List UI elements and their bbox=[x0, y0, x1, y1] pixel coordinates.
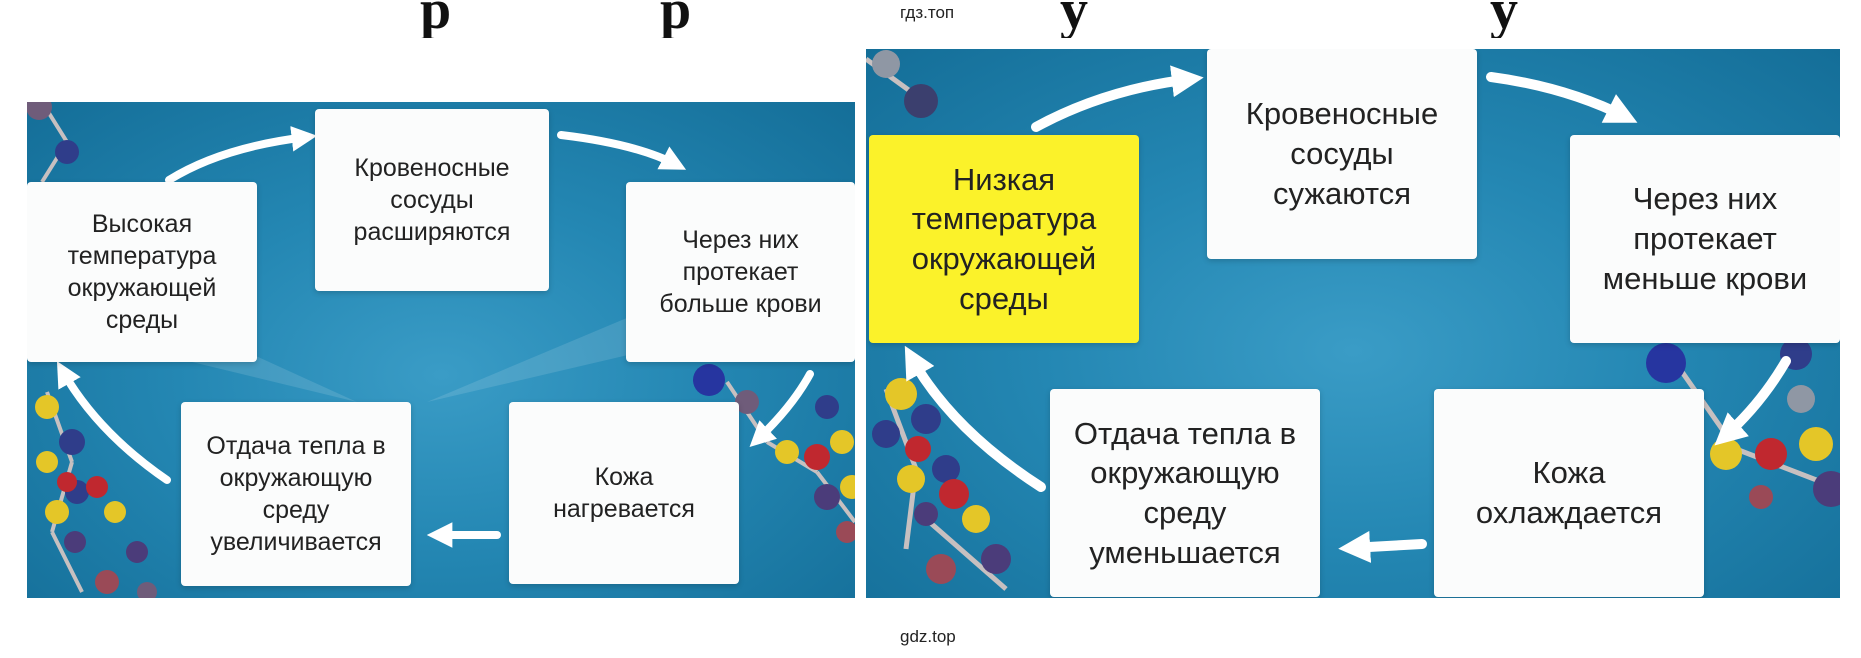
card-vessels-constrict: Кровеносные сосуды сужаются bbox=[1207, 49, 1477, 259]
card-heat-release-decreases-text: Отдача тепла в окружающую среду уменьшае… bbox=[1073, 415, 1297, 570]
card-low-temperature: Низкая температура окружающей среды bbox=[869, 135, 1139, 343]
molecule-left-icon bbox=[27, 102, 157, 598]
card-less-blood: Через них протекает меньше крови bbox=[1570, 135, 1840, 343]
arrow-flow-to-skin bbox=[749, 370, 814, 448]
arrow-vessels-to-flow bbox=[1486, 72, 1638, 123]
arrow-vessels-to-flow bbox=[557, 131, 687, 170]
card-heat-release-increases-text: Отдача тепла в окружающую среду увеличив… bbox=[206, 432, 386, 556]
watermark-bottom: gdz.top bbox=[900, 627, 956, 646]
card-low-temperature-text: Низкая температура окружающей среды bbox=[911, 161, 1097, 316]
card-skin-cools: Кожа охлаждается bbox=[1434, 389, 1704, 597]
card-less-blood-text: Через них протекает меньше крови bbox=[1602, 181, 1808, 296]
molecule-left-icon bbox=[866, 50, 1011, 591]
arrow-temp-to-vessels bbox=[165, 126, 318, 184]
molecule-right-icon bbox=[693, 364, 855, 543]
card-vessels-dilate-text: Кровеносные сосуды расширяются bbox=[353, 154, 511, 246]
card-vessels-constrict-text: Кровеносные сосуды сужаются bbox=[1245, 96, 1439, 211]
card-skin-cools-text: Кожа охлаждается bbox=[1475, 455, 1663, 530]
watermark-top: гдз.топ bbox=[900, 3, 955, 22]
arrow-skin-to-release bbox=[1338, 530, 1427, 563]
arrow-release-to-temp bbox=[904, 345, 1046, 492]
diagram-high-temperature: Высокая температура окружающей среды Кро… bbox=[27, 102, 855, 598]
decoration-layer bbox=[866, 50, 1840, 591]
arrow-release-to-temp bbox=[56, 361, 171, 484]
diagram-low-temperature: Низкая температура окружающей среды Кров… bbox=[866, 49, 1840, 598]
card-vessels-dilate: Кровеносные сосуды расширяются bbox=[315, 109, 549, 291]
card-heat-release-decreases: Отдача тепла в окружающую среду уменьшае… bbox=[1050, 389, 1320, 597]
card-skin-heats: Кожа нагревается bbox=[509, 402, 739, 584]
card-more-blood: Через них протекает больше крови bbox=[626, 182, 855, 362]
card-skin-heats-text: Кожа нагревается bbox=[553, 463, 695, 523]
arrow-temp-to-vessels bbox=[1031, 65, 1204, 132]
molecule-right-icon bbox=[1646, 338, 1840, 509]
card-heat-release-increases: Отдача тепла в окружающую среду увеличив… bbox=[181, 402, 411, 586]
card-high-temperature: Высокая температура окружающей среды bbox=[27, 182, 257, 362]
card-more-blood-text: Через них протекает больше крови bbox=[659, 226, 822, 318]
cropped-heading-fragment: р р у у bbox=[420, 0, 1518, 38]
card-high-temperature-text: Высокая температура окружающей среды bbox=[67, 210, 217, 334]
arrow-flow-to-skin bbox=[1714, 356, 1791, 446]
